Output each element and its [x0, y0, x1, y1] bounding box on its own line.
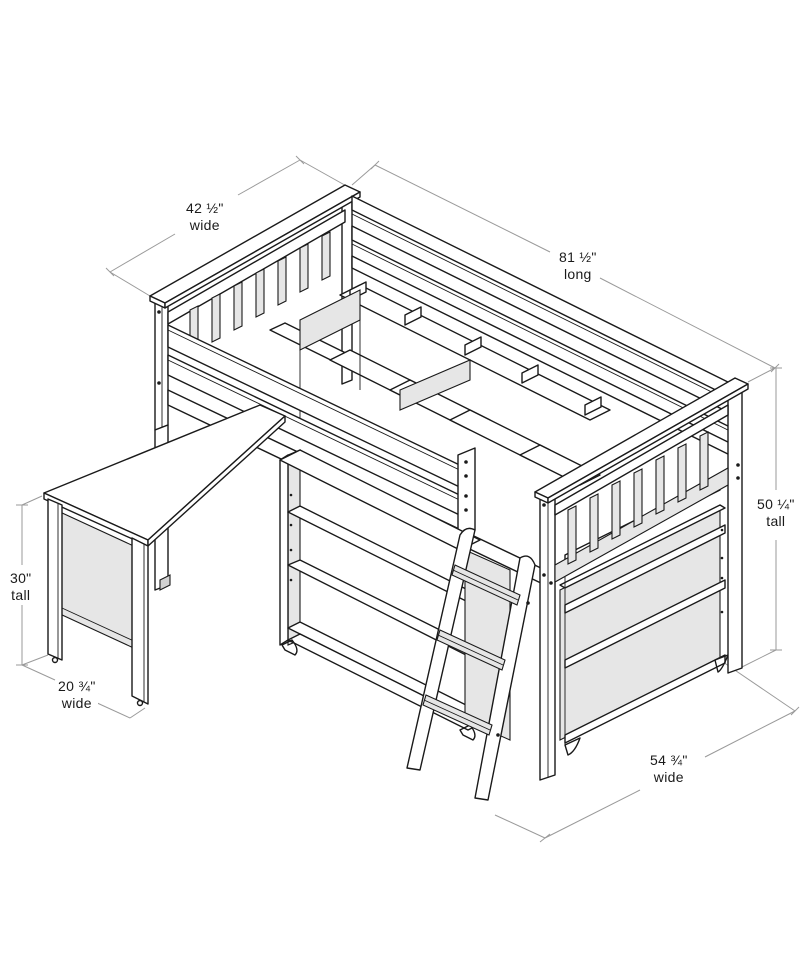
wall-rail: [351, 195, 741, 461]
desk-height-unit-label: tall: [11, 587, 31, 603]
dimension-label-desk-height: 30" tall: [8, 570, 34, 604]
dimension-line-bed-width: [105, 155, 351, 297]
bed-length-unit-label: long: [563, 266, 592, 282]
desk-height-value: 30": [10, 570, 32, 586]
bed-slats: [269, 281, 611, 486]
desk: [43, 404, 286, 707]
footboard: [534, 377, 749, 781]
footboard-slats: [567, 431, 709, 565]
dimension-label-bed-length: 81 ½" long: [557, 249, 599, 283]
bed-width-unit-label: wide: [189, 217, 220, 233]
headboard: [149, 184, 361, 431]
bed-height-unit-label: tall: [766, 513, 786, 529]
dimension-line-bed-height: [739, 367, 782, 669]
overall-width-value: 54 ¾": [650, 752, 688, 768]
bed-width-value: 42 ½": [186, 200, 224, 216]
dimension-label-bed-width: 42 ½" wide: [184, 200, 226, 234]
bed-length-value: 81 ½": [559, 249, 597, 265]
dimension-label-bed-height: 50 ¼" tall: [755, 496, 797, 530]
dimension-line-desk-height: [16, 495, 43, 666]
desk-width-value: 20 ¾": [58, 678, 96, 694]
ladder: [406, 527, 536, 801]
overall-width-unit-label: wide: [653, 769, 684, 785]
dimension-label-overall-width: 54 ¾" wide: [648, 752, 690, 786]
dimension-line-desk-width: [21, 654, 146, 719]
desk-width-unit-label: wide: [61, 695, 92, 711]
bed-height-value: 50 ¼": [757, 496, 795, 512]
dimension-label-desk-width: 20 ¾" wide: [56, 678, 98, 712]
